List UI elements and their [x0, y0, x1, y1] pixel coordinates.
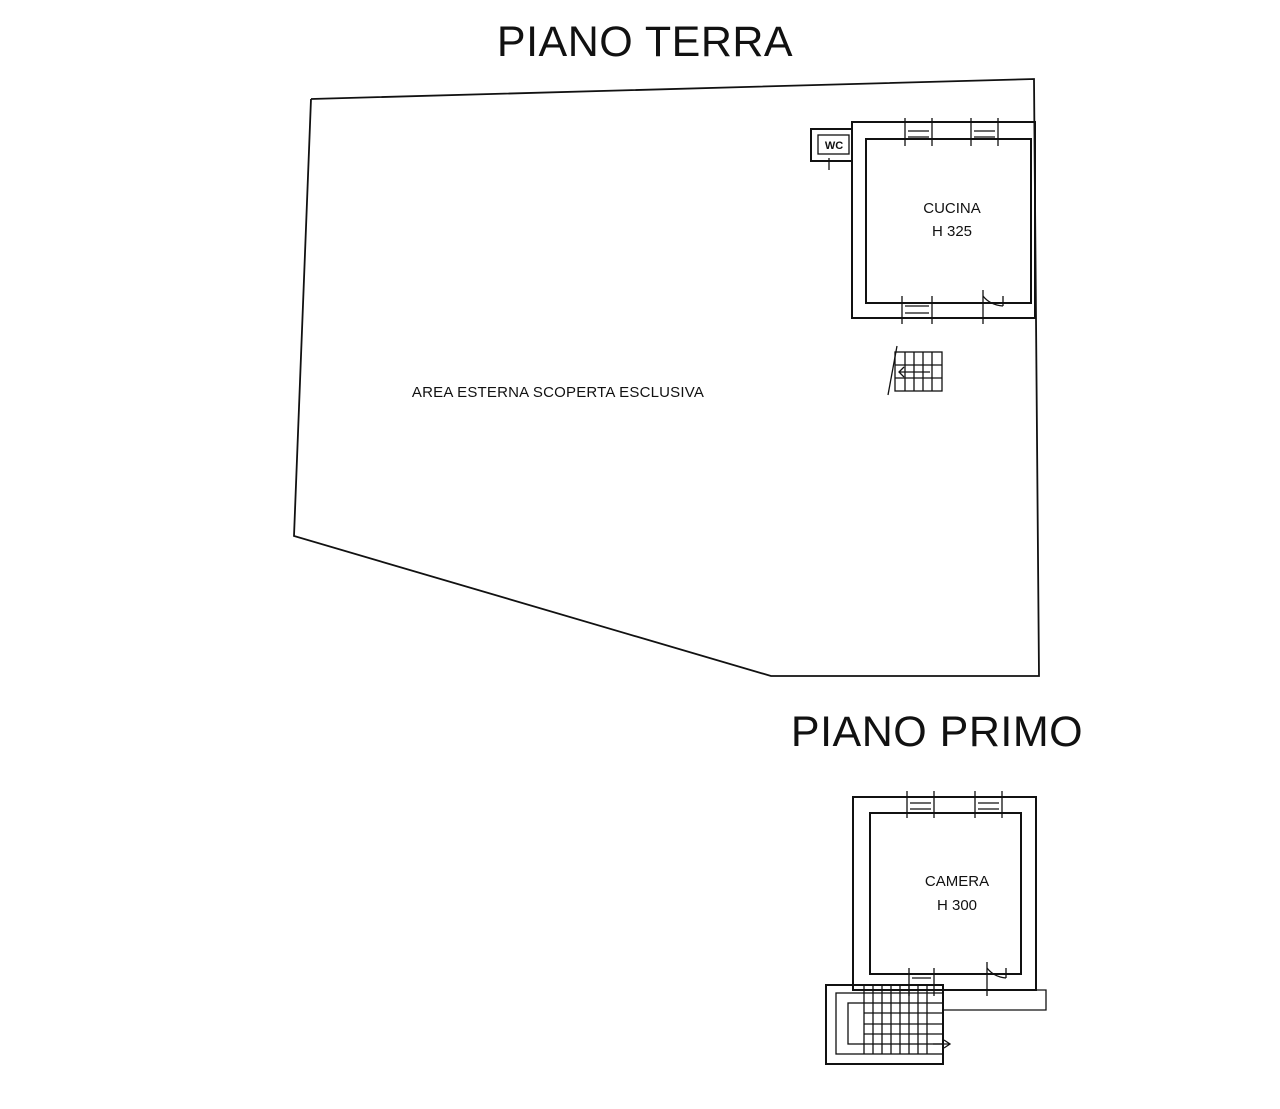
- kitchen-window-bottom: [901, 296, 933, 324]
- bedroom-window-top-right: [974, 791, 1003, 818]
- bedroom-window-bottom: [908, 968, 935, 996]
- kitchen-window-top-left: [904, 118, 933, 146]
- ground-floor-title: PIANO TERRA: [497, 18, 793, 66]
- bedroom-room: CAMERA H 300: [852, 791, 1037, 996]
- bedroom-door-bottom: [986, 962, 1007, 996]
- kitchen-door-bottom: [982, 290, 1004, 324]
- bedroom-name: CAMERA: [925, 873, 989, 890]
- outdoor-area-label: AREA ESTERNA SCOPERTA ESCLUSIVA: [412, 384, 704, 401]
- bedroom-window-top-left: [906, 791, 935, 818]
- ground-floor-staircase: [887, 345, 943, 396]
- first-floor-title: PIANO PRIMO: [791, 708, 1083, 756]
- wc-label: WC: [825, 140, 843, 152]
- wc-room: WC: [810, 128, 853, 170]
- bedroom-height: H 300: [937, 897, 977, 914]
- outdoor-area-boundary: [293, 78, 1040, 677]
- kitchen-height: H 325: [932, 223, 972, 240]
- first-floor-landing: [943, 989, 1047, 1011]
- first-floor-staircase: [825, 984, 952, 1065]
- kitchen-name: CUCINA: [923, 200, 981, 217]
- kitchen-window-top-right: [970, 118, 999, 146]
- kitchen-room: CUCINA H 325: [851, 118, 1036, 324]
